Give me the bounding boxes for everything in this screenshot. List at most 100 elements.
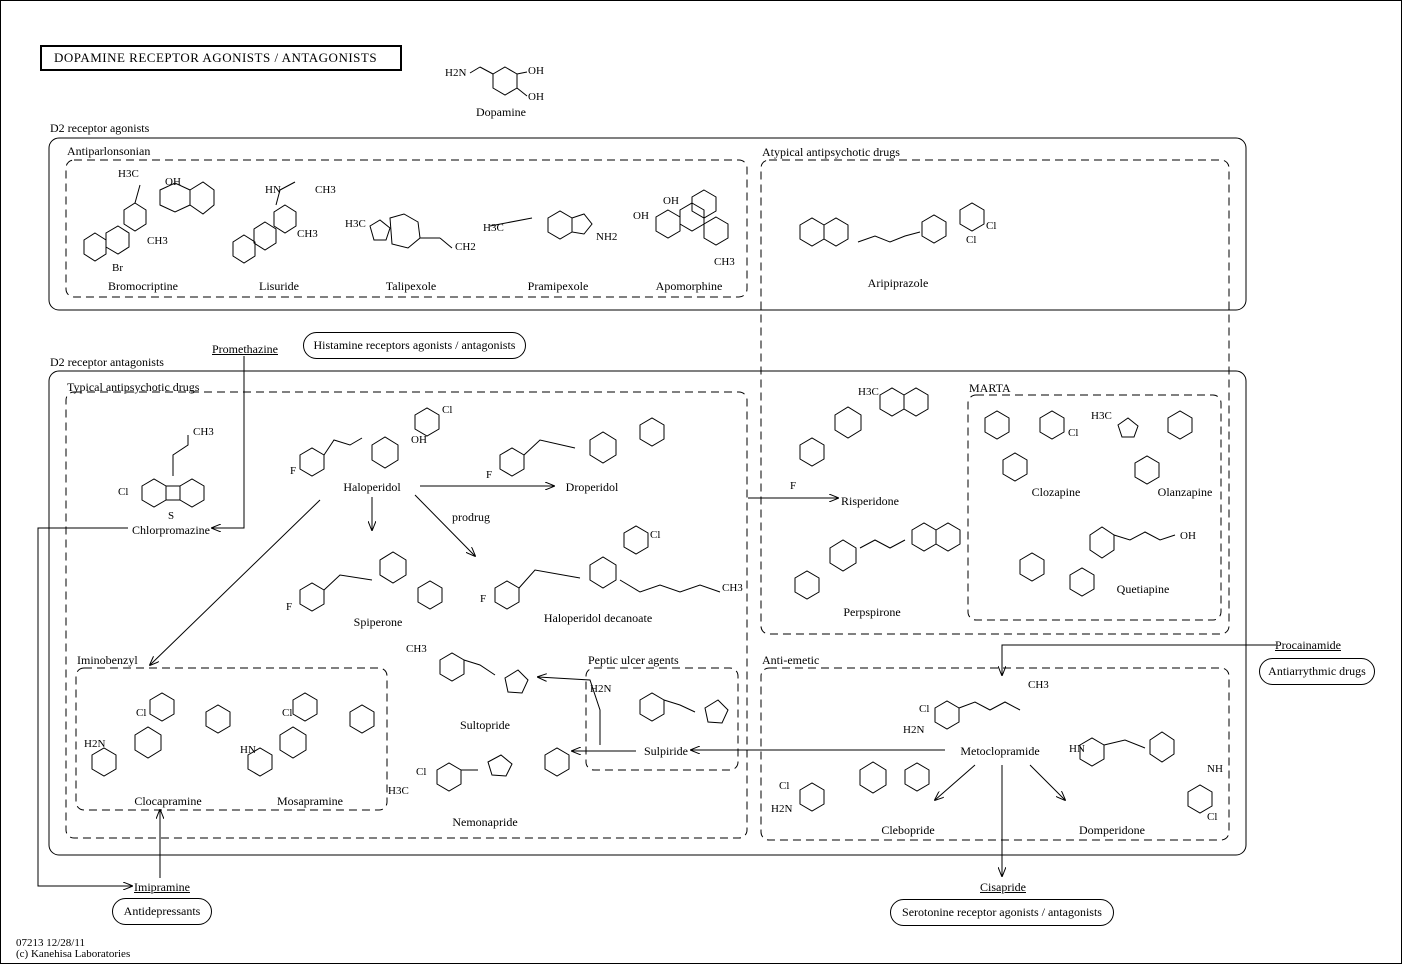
metoclopramide-h2n: H2N (903, 724, 925, 736)
footer-code: 07213 12/28/11 (16, 937, 85, 949)
drug-olanzapine[interactable]: Olanzapine (1157, 485, 1213, 499)
d2-antagonists-box (48, 370, 1247, 856)
risperidone-structure (799, 387, 929, 467)
talipexole-ch2: CH2 (455, 241, 476, 253)
metoclopramide-ch3: CH3 (1028, 679, 1049, 691)
group-d2-agonists: D2 receptor agonists (50, 121, 150, 135)
pramipexole-nh2: NH2 (596, 231, 618, 243)
spiperone-f: F (286, 601, 293, 613)
group-antiemetic: Anti-emetic (762, 653, 820, 667)
droperidol-structure (499, 417, 665, 477)
lisuride-hn: HN (265, 184, 281, 196)
group-peptic: Peptic ulcer agents (588, 653, 679, 667)
bromocriptine-ch3: CH3 (147, 235, 168, 247)
metoclopramide-cl: Cl (919, 703, 930, 715)
droperidol-f: F (486, 469, 493, 481)
risperidone-h3c: H3C (858, 386, 879, 398)
spiperone-structure (299, 551, 443, 612)
dopamine-oh1: OH (528, 65, 544, 77)
pathway-serotonine-button[interactable]: Serotonine receptor agonists / antagonis… (890, 899, 1114, 926)
drug-pramipexole[interactable]: Pramipexole (527, 279, 589, 293)
apomorphine-oh: OH (663, 195, 679, 207)
arrow-chlorpromazine-imipramine (37, 527, 132, 886)
link-imipramine[interactable]: Imipramine (134, 880, 190, 894)
typical-box (65, 391, 748, 839)
nemonapride-cl: Cl (416, 766, 427, 778)
antiemetic-box (760, 667, 1230, 841)
group-typical: Typical antipsychotic drugs (67, 380, 200, 394)
bromocriptine-structure (83, 181, 215, 262)
clocapramine-structure (91, 692, 231, 777)
drug-clebopride[interactable]: Clebopride (881, 823, 935, 837)
clebopride-structure (799, 761, 930, 812)
drug-sulpiride[interactable]: Sulpiride (644, 744, 688, 758)
group-marta: MARTA (969, 381, 1011, 395)
pathway-histamine-button[interactable]: Histamine receptors agonists / antagonis… (303, 332, 526, 359)
quetiapine-structure (1019, 526, 1176, 597)
marta-box (967, 394, 1222, 621)
link-promethazine[interactable]: Promethazine (212, 342, 278, 356)
bromocriptine-oh: OH (165, 176, 181, 188)
arrow-haloperidol-decanoate (414, 494, 475, 556)
haloperidol-f: F (290, 465, 297, 477)
pathway-antiarrhythmic-button[interactable]: Antiarrythmic drugs (1259, 658, 1375, 685)
arrow-metoclopramide-domperidone (1029, 764, 1065, 800)
domperidone-cl: Cl (1207, 811, 1218, 823)
antiparkinsonian-box (65, 159, 748, 298)
arrow-procainamide-metoclopramide (1002, 644, 1276, 675)
drug-risperidone[interactable]: Risperidone (841, 494, 899, 508)
link-procainamide[interactable]: Procainamide (1275, 638, 1341, 652)
sulpiride-structure (639, 692, 729, 724)
drug-sultopride[interactable]: Sultopride (460, 718, 510, 732)
domperidone-nh: NH (1207, 763, 1223, 775)
talipexole-structure (369, 213, 453, 249)
drug-dopamine[interactable]: Dopamine (476, 105, 526, 119)
olanzapine-structure (1117, 410, 1193, 485)
risperidone-f: F (790, 480, 797, 492)
drug-perospirone[interactable]: Perpspirone (843, 605, 901, 619)
lisuride-ch3: CH3 (315, 184, 336, 196)
pramipexole-h3c: H3C (483, 222, 504, 234)
atypical-box (760, 159, 1230, 635)
perospirone-structure (794, 522, 961, 600)
nemonapride-h3c: H3C (388, 785, 409, 797)
drug-mosapramine[interactable]: Mosapramine (277, 794, 343, 808)
dopamine-h2n: H2N (445, 67, 467, 79)
chlorpromazine-structure (141, 435, 205, 508)
drug-aripiprazole[interactable]: Aripiprazole (867, 276, 929, 290)
mosapramine-hn: HN (240, 744, 256, 756)
drug-clozapine[interactable]: Clozapine (1031, 485, 1081, 499)
drug-haloperidol[interactable]: Haloperidol (343, 480, 401, 494)
drug-bromocriptine[interactable]: Bromocriptine (108, 279, 178, 293)
page-title: DOPAMINE RECEPTOR AGONISTS / ANTAGONISTS (40, 45, 402, 71)
d2-agonists-box (48, 137, 1247, 311)
drug-chlorpromazine[interactable]: Chlorpromazine (132, 523, 210, 537)
metoclopramide-structure (934, 700, 1021, 730)
group-iminobenzyl: Iminobenzyl (77, 653, 138, 667)
drug-metoclopramide[interactable]: Metoclopramide (960, 744, 1040, 758)
arrow-sulpiride-sultopride (538, 677, 601, 745)
edge-label-prodrug: prodrug (452, 510, 490, 524)
clebopride-cl: Cl (779, 780, 790, 792)
clozapine-cl: Cl (1068, 427, 1079, 439)
decanoate-cl: Cl (650, 529, 661, 541)
drug-haloperidol-decanoate[interactable]: Haloperidol decanoate (543, 611, 653, 625)
olanzapine-h3c: H3C (1091, 410, 1112, 422)
drug-domperidone[interactable]: Domperidone (1079, 823, 1145, 837)
link-cisapride[interactable]: Cisapride (980, 880, 1026, 894)
drug-lisuride[interactable]: Lisuride (259, 279, 299, 293)
sulpiride-h2n: H2N (590, 683, 612, 695)
drug-spiperone[interactable]: Spiperone (353, 615, 403, 629)
peptic-box (585, 667, 739, 771)
chlorpromazine-cl: Cl (118, 486, 129, 498)
drug-nemonapride[interactable]: Nemonapride (452, 815, 518, 829)
pathway-antidepressants-button[interactable]: Antidepressants (112, 898, 212, 925)
aripiprazole-cl: Cl (986, 220, 997, 232)
drug-clocapramine[interactable]: Clocapramine (134, 794, 202, 808)
drug-apomorphine[interactable]: Apomorphine (655, 279, 723, 293)
arrow-metoclopramide-clebopride (935, 764, 976, 800)
drug-droperidol[interactable]: Droperidol (565, 480, 619, 494)
drug-talipexole[interactable]: Talipexole (385, 279, 437, 293)
domperidone-structure (1079, 731, 1213, 814)
drug-quetiapine[interactable]: Quetiapine (1116, 582, 1170, 596)
